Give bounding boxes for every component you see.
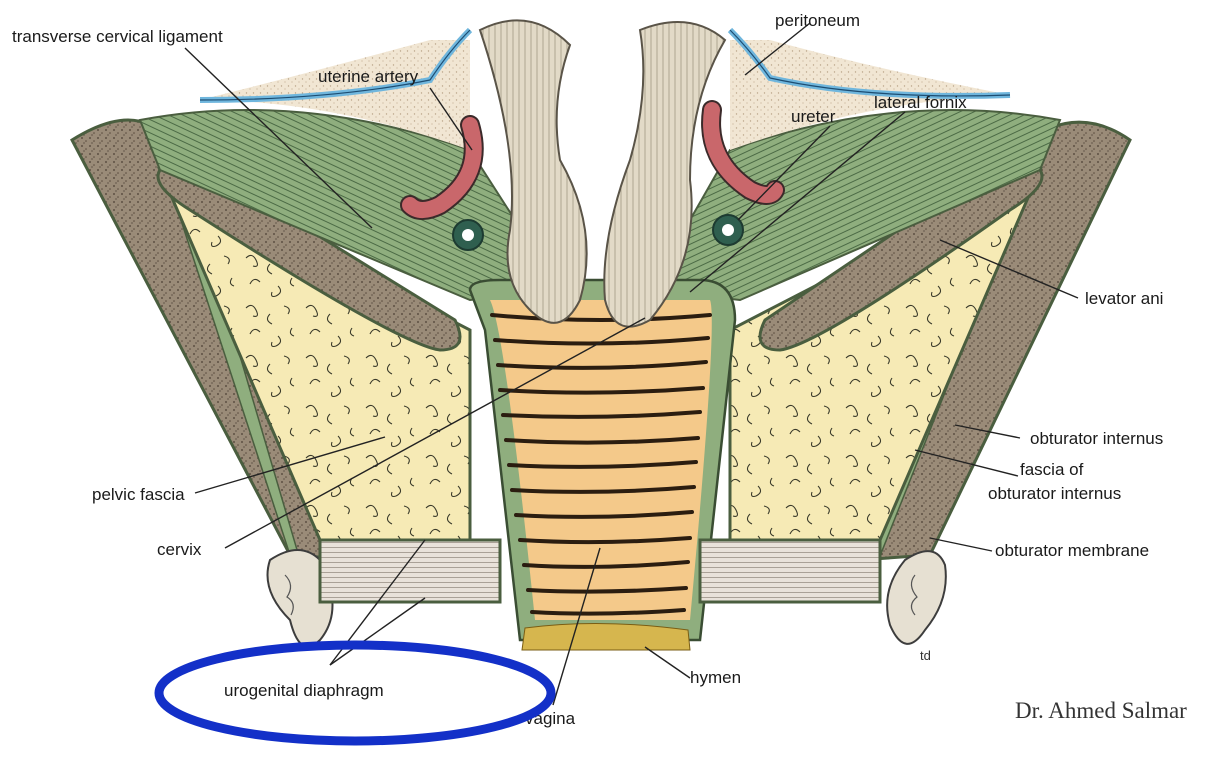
label-fascia-of-obturator-line2: obturator internus xyxy=(988,484,1121,503)
label-peritoneum: peritoneum xyxy=(775,11,860,30)
label-obturator-membrane: obturator membrane xyxy=(995,541,1149,560)
credit-text: Dr. Ahmed Salmar xyxy=(1015,698,1187,723)
label-levator-ani: levator ani xyxy=(1085,289,1163,308)
vagina xyxy=(470,280,735,650)
label-transverse-cervical-ligament: transverse cervical ligament xyxy=(12,27,223,46)
left-urogenital-diaphragm xyxy=(320,540,500,602)
label-obturator-internus: obturator internus xyxy=(1030,429,1163,448)
right-urogenital-diaphragm xyxy=(700,540,880,602)
label-hymen: hymen xyxy=(690,668,741,687)
artist-signature: td xyxy=(920,648,931,663)
label-pelvic-fascia: pelvic fascia xyxy=(92,485,185,504)
label-urogenital-diaphragm: urogenital diaphragm xyxy=(224,681,384,700)
right-ischiopubic-bone xyxy=(887,551,946,644)
label-uterine-artery: uterine artery xyxy=(318,67,419,86)
label-cervix: cervix xyxy=(157,540,202,559)
label-ureter: ureter xyxy=(791,107,836,126)
label-lateral-fornix: lateral fornix xyxy=(874,93,967,112)
left-ureter xyxy=(453,220,483,250)
label-fascia-of-obturator-line1: fascia of xyxy=(1020,460,1084,479)
